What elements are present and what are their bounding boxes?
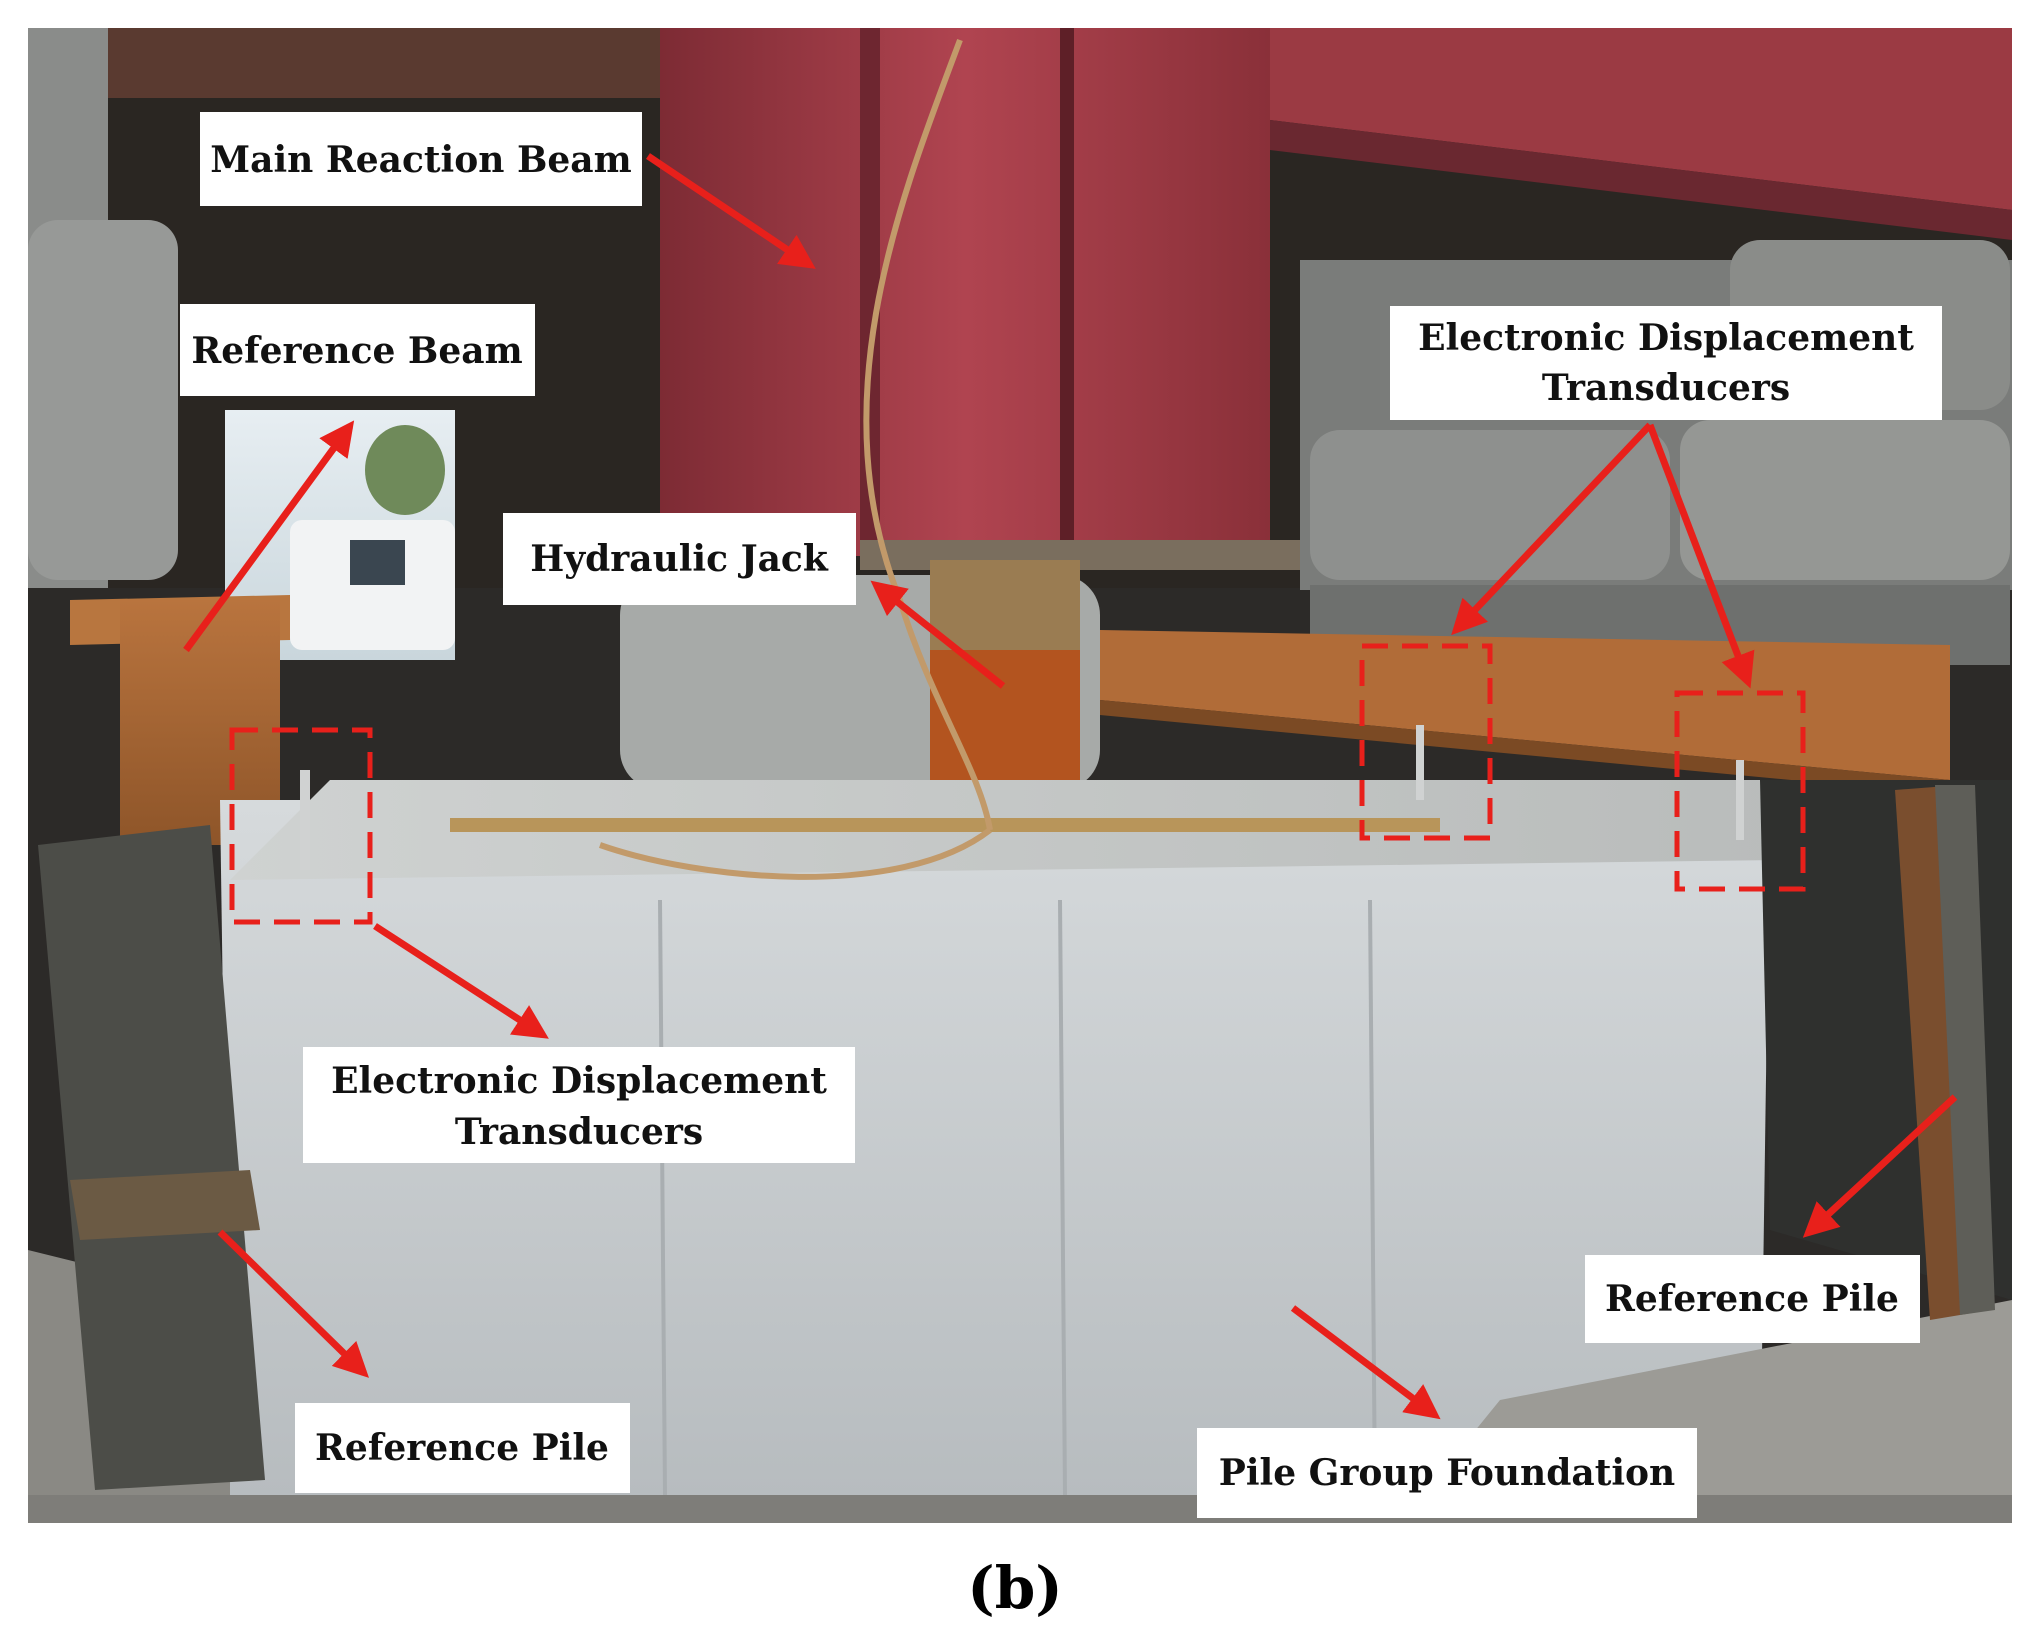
foundation-joint-2 bbox=[1058, 899, 1067, 1496]
label-text: Reference Pile bbox=[1605, 1278, 1899, 1320]
arrow-edt-left bbox=[373, 923, 549, 1039]
jack-cylinder bbox=[930, 560, 1080, 650]
cross-beam-right bbox=[1270, 28, 2012, 210]
main-reaction-beam bbox=[660, 28, 1270, 556]
label-main-reaction-beam: Main Reaction Beam bbox=[200, 112, 642, 206]
hydraulic-hose bbox=[599, 827, 992, 880]
label-edt-left: Electronic Displacement Transducers bbox=[303, 1047, 855, 1163]
jack-hose bbox=[863, 38, 993, 831]
reference-pile-left bbox=[38, 825, 265, 1490]
tree bbox=[365, 425, 445, 515]
label-reference-pile-right: Reference Pile bbox=[1585, 1255, 1920, 1343]
arrow-reference-pile-left bbox=[217, 1229, 370, 1378]
truck-window bbox=[350, 540, 405, 585]
caption-open: ( bbox=[967, 1554, 994, 1622]
label-pile-group-foundation: Pile Group Foundation bbox=[1197, 1428, 1697, 1518]
highlight-boxes bbox=[229, 643, 1806, 925]
beam-seam bbox=[1060, 28, 1074, 556]
block-1 bbox=[1310, 430, 1670, 580]
reference-pile-left-plate bbox=[70, 1170, 260, 1240]
ground-strip bbox=[28, 1495, 2012, 1523]
cross-beam-right-shadow bbox=[1270, 120, 2012, 240]
dashed-box-right-2 bbox=[1674, 690, 1806, 892]
label-text-line1: Electronic Displacement bbox=[1418, 317, 1914, 359]
block-2 bbox=[1680, 420, 2010, 580]
label-edt-right: Electronic Displacement Transducers bbox=[1390, 306, 1942, 420]
arrow-hydraulic-jack bbox=[870, 580, 1006, 689]
pile-group-foundation bbox=[220, 800, 1770, 1495]
label-reference-pile-left: Reference Pile bbox=[295, 1403, 630, 1493]
foundation-joint-3 bbox=[1368, 899, 1377, 1496]
block-left bbox=[28, 220, 178, 580]
reference-pile-right-steel bbox=[1935, 785, 1995, 1315]
dashed-box-left bbox=[229, 727, 373, 925]
arrow-reference-pile-right bbox=[1802, 1094, 1958, 1238]
arrow-pile-group-foundation bbox=[1290, 1305, 1441, 1420]
arrow-reference-beam bbox=[183, 420, 355, 653]
arrow-edt-right-1 bbox=[1451, 422, 1653, 636]
rod-on-top bbox=[450, 818, 1440, 832]
hydraulic-jack-body bbox=[930, 650, 1080, 800]
annotation-arrows bbox=[183, 153, 1958, 1420]
label-text: Reference Pile bbox=[315, 1427, 609, 1469]
foundation-joint-1 bbox=[658, 899, 667, 1496]
caption-close: ) bbox=[1035, 1554, 1062, 1622]
label-text-line2: Transducers bbox=[1542, 367, 1790, 409]
arrow-main-reaction-beam bbox=[646, 153, 816, 269]
arrow-edt-right-2 bbox=[1646, 423, 1755, 689]
dashed-box-right-1 bbox=[1359, 643, 1493, 841]
label-text-line2: Transducers bbox=[455, 1111, 703, 1153]
label-hydraulic-jack: Hydraulic Jack bbox=[503, 513, 856, 605]
label-reference-beam: Reference Beam bbox=[180, 304, 535, 396]
label-text: Pile Group Foundation bbox=[1219, 1452, 1675, 1494]
label-text: Main Reaction Beam bbox=[210, 139, 631, 181]
label-text-line1: Electronic Displacement bbox=[331, 1060, 827, 1102]
labels: Main Reaction Beam Reference Beam Hydrau… bbox=[180, 112, 1942, 1518]
label-text: Hydraulic Jack bbox=[530, 538, 829, 580]
caption-letter: b bbox=[995, 1554, 1036, 1622]
figure-caption: (b) bbox=[967, 1554, 1062, 1622]
label-text: Reference Beam bbox=[191, 330, 522, 372]
